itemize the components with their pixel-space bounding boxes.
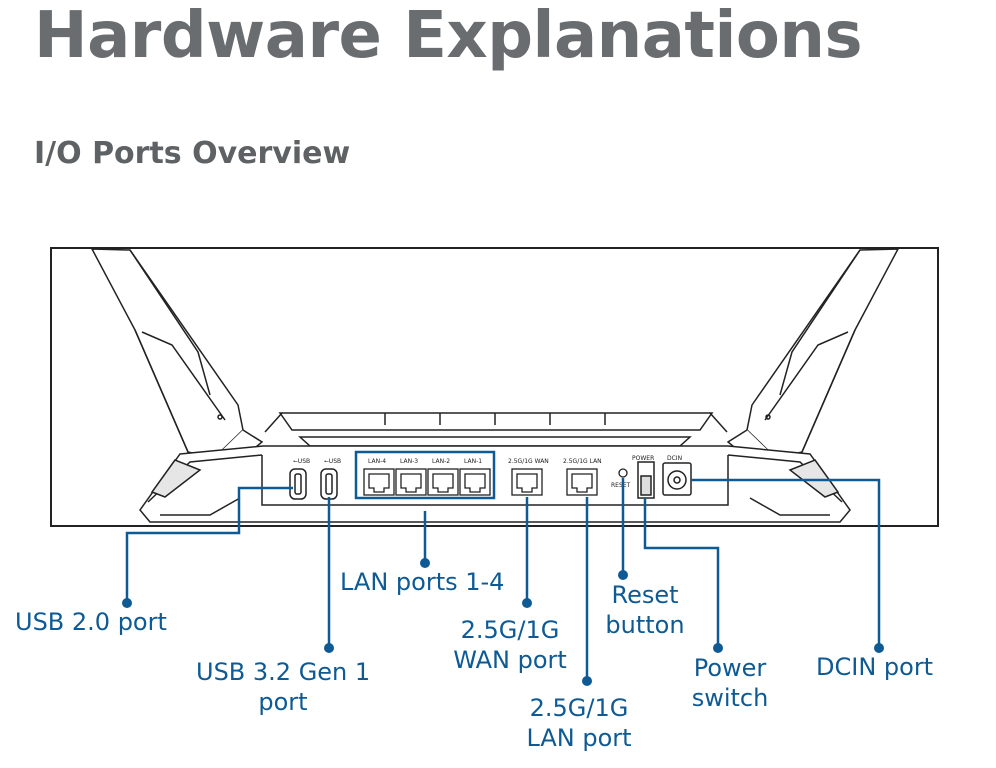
callout-dcin: DCIN port (816, 652, 933, 682)
dcin-jack (662, 462, 692, 496)
usb2-leader (125, 486, 293, 601)
lan-port-2 (427, 468, 459, 496)
lan25-silk: 2.5G/1G LAN (563, 458, 602, 465)
callout-dots (122, 558, 884, 686)
callout-power-line1: Power (693, 654, 767, 682)
dcin-silk: DCIN (667, 455, 682, 462)
power-leader (643, 498, 720, 645)
callout-usb3-line1: USB 3.2 Gen 1 (196, 658, 371, 686)
usb3-silk: ⭠USB (324, 458, 341, 465)
lan-port-1 (459, 468, 491, 496)
callout-lan25-line1: 2.5G/1G (529, 694, 629, 722)
callout-reset: Reset button (599, 580, 691, 640)
callout-usb3-line2: port (258, 688, 308, 716)
callout-wan: 2.5G/1G WAN port (447, 615, 573, 675)
callout-wan-line2: WAN port (453, 646, 567, 674)
dcin-leader (691, 478, 881, 645)
callout-usb2-line1: USB 2.0 port (15, 608, 167, 636)
lan-port-3 (395, 468, 427, 496)
callout-lan25-line2: LAN port (526, 724, 632, 752)
usb2-port (289, 468, 307, 500)
callout-power-line2: switch (691, 684, 769, 712)
lan2-silk: LAN-2 (432, 458, 450, 465)
lan-port-4 (363, 468, 395, 496)
callout-lan25: 2.5G/1G LAN port (521, 693, 637, 753)
callout-usb3: USB 3.2 Gen 1 port (196, 657, 370, 717)
lan3-silk: LAN-3 (400, 458, 418, 465)
callout-reset-line2: button (605, 611, 685, 639)
lan-ports-highlight (354, 450, 496, 500)
section-subtitle: I/O Ports Overview (34, 136, 351, 171)
power-switch-shape (637, 461, 655, 499)
reset-silk: RESET (611, 482, 631, 489)
power-silk: POWER (632, 455, 654, 462)
lan25-port (566, 468, 598, 496)
callout-power: Power switch (684, 653, 776, 713)
reset-hole (618, 468, 628, 478)
callout-dcin-line1: DCIN port (816, 653, 934, 681)
lan4-silk: LAN-4 (368, 458, 386, 465)
callout-lan-ports: LAN ports 1-4 (340, 567, 504, 597)
usb3-port (320, 468, 338, 500)
callout-wan-line1: 2.5G/1G (460, 616, 560, 644)
page-title: Hardware Explanations (34, 0, 863, 73)
callout-lines (125, 478, 881, 679)
wan-silk: 2.5G/1G WAN (508, 458, 549, 465)
lan1-silk: LAN-1 (464, 458, 482, 465)
wan-port (511, 468, 543, 496)
callout-usb2: USB 2.0 port (15, 607, 167, 637)
callout-lan-ports-line1: LAN ports 1-4 (340, 568, 505, 596)
callout-reset-line1: Reset (611, 581, 679, 609)
usb2-silk: ⭠USB (293, 458, 310, 465)
